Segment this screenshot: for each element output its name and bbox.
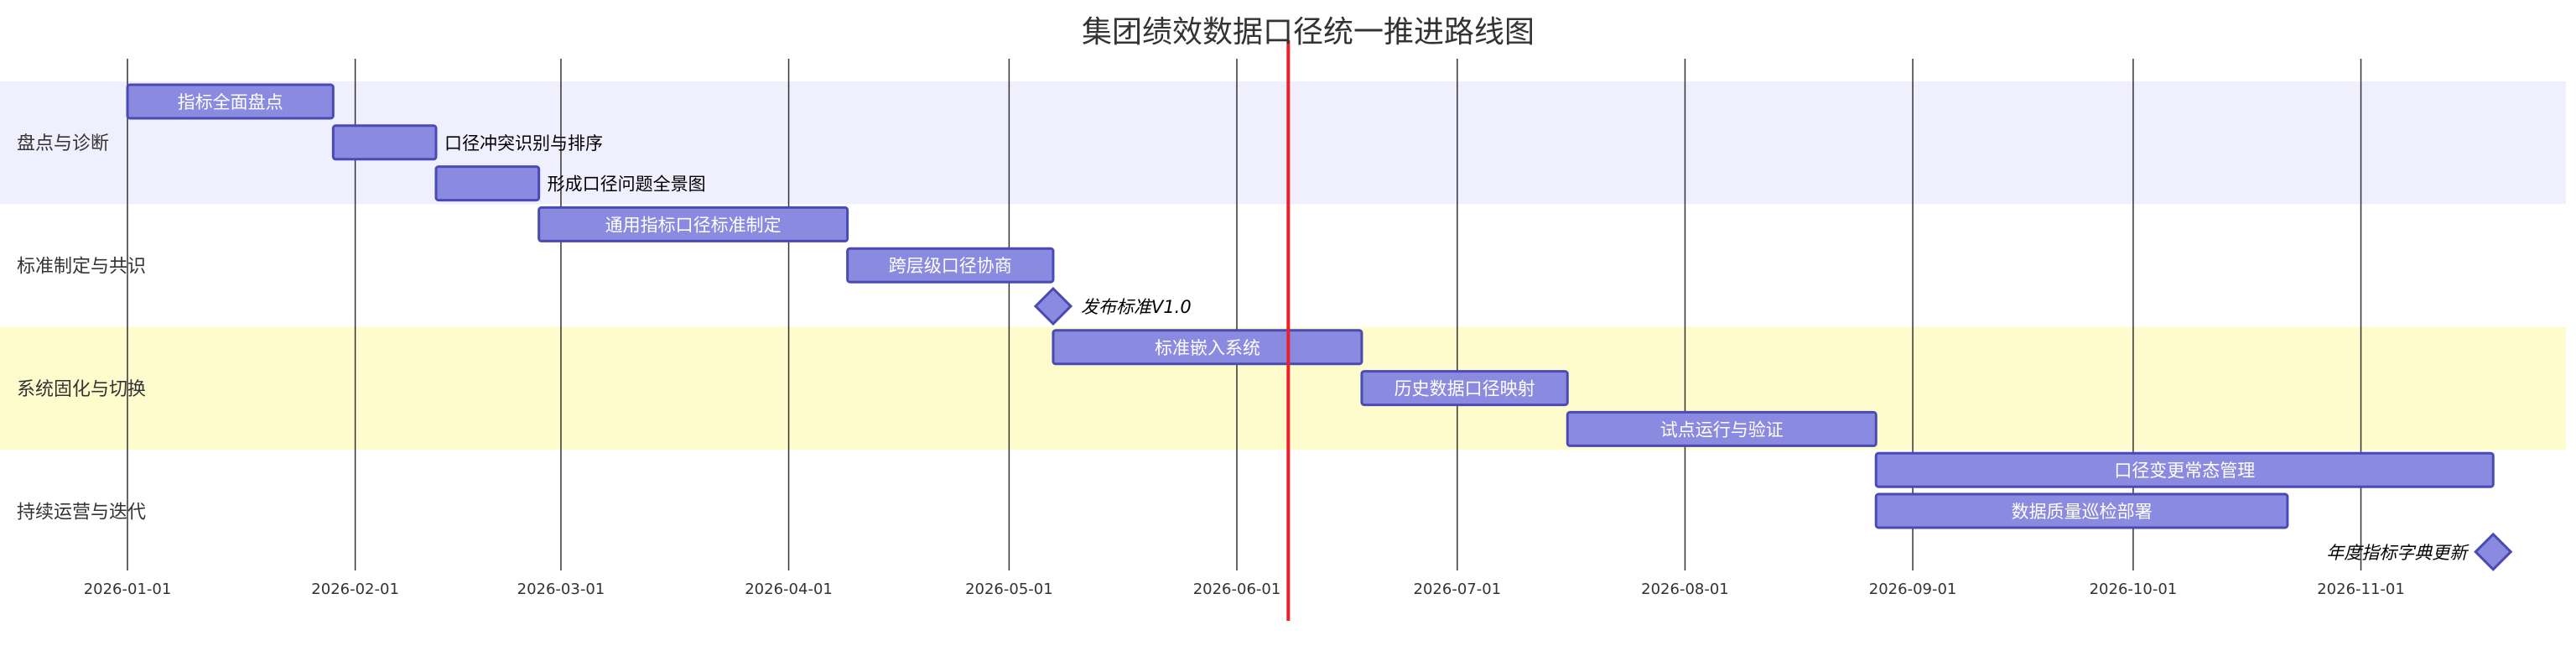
task-label: 口径变更常态管理 [2114, 461, 2255, 481]
section-band [0, 204, 2566, 327]
section-label: 盘点与诊断 [17, 133, 109, 154]
task-label: 口径冲突识别与排序 [444, 133, 603, 154]
x-tick-label: 2026-03-01 [517, 581, 605, 598]
task-bar [538, 206, 849, 242]
task-bar [331, 124, 438, 161]
x-tick-label: 2026-09-01 [1869, 581, 1957, 598]
task-label: 数据质量巡检部署 [2012, 502, 2153, 522]
task-bars: 指标全面盘点口径冲突识别与排序形成口径问题全景图通用指标口径标准制定跨层级口径协… [126, 83, 2513, 571]
section-label: 系统固化与切换 [17, 379, 146, 400]
x-tick-label: 2026-07-01 [1414, 581, 1502, 598]
chart-title: 集团绩效数据口径统一推进路线图 [1082, 15, 1535, 49]
task-bar [1874, 451, 2495, 488]
milestone-marker [1033, 286, 1073, 326]
task-label: 形成口径问题全景图 [548, 174, 706, 195]
task-label: 试点运行与验证 [1660, 419, 1784, 440]
task-label: 通用指标口径标准制定 [605, 215, 782, 235]
task-bar [434, 165, 541, 202]
task-bar [126, 83, 335, 120]
x-tick-label: 2026-10-01 [2090, 581, 2178, 598]
x-tick-label: 2026-04-01 [745, 581, 833, 598]
section-label: 持续运营与迭代 [17, 502, 146, 523]
x-tick-label: 2026-05-01 [965, 581, 1053, 598]
milestone-label: 发布标准V1.0 [1081, 297, 1192, 317]
x-tick-label: 2026-02-01 [311, 581, 399, 598]
x-tick-label: 2026-06-01 [1193, 581, 1281, 598]
x-tick-label: 2026-11-01 [2317, 581, 2405, 598]
task-label: 指标全面盘点 [178, 92, 283, 112]
x-axis-ticks: 2026-01-01 2026-02-01 2026-03-01 2026-04-01… [84, 581, 2405, 598]
task-bar [1052, 329, 1363, 366]
task-label: 历史数据口径映射 [1394, 379, 1535, 399]
task-bar [846, 247, 1055, 284]
task-bar [1566, 410, 1877, 447]
x-tick-label: 2026-01-01 [84, 581, 172, 598]
section-label: 标准制定与共识 [17, 257, 146, 278]
task-bar [1874, 492, 2289, 529]
milestone-label: 年度指标字典更新 [2326, 543, 2470, 563]
x-tick-label: 2026-08-01 [1641, 581, 1729, 598]
task-label: 跨层级口径协商 [889, 256, 1012, 276]
task-label: 标准嵌入系统 [1155, 338, 1260, 358]
milestone-marker [2474, 532, 2513, 571]
task-bar [1360, 370, 1569, 407]
